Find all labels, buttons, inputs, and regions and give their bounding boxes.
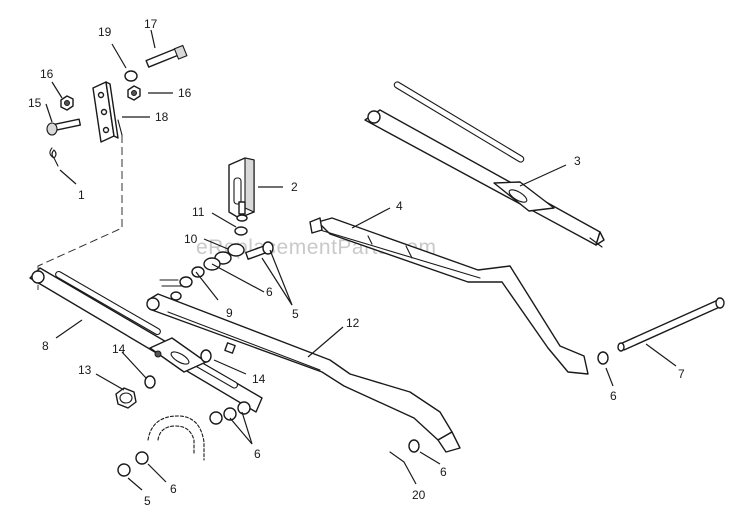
pin-11 <box>234 201 248 236</box>
bolt-17 <box>145 44 188 68</box>
callout-6-lowmid: 6 <box>254 447 261 461</box>
callout-19: 19 <box>98 25 112 39</box>
callout-5-bottom: 5 <box>144 494 151 508</box>
nut-16-right <box>127 85 141 101</box>
callout-13: 13 <box>78 363 92 377</box>
callout-labels: 17 19 16 16 15 18 1 2 11 10 6 9 5 4 3 12… <box>28 17 685 508</box>
rod-12 <box>146 293 461 453</box>
washer-14-upper <box>200 349 212 363</box>
cotter-pin-20 <box>389 451 405 463</box>
slotted-link-8 <box>29 267 263 413</box>
washer-14-lower <box>144 375 156 389</box>
callout-18: 18 <box>155 110 169 124</box>
bracket-outline <box>147 415 205 461</box>
callout-6-lowleft: 6 <box>170 482 177 496</box>
callout-6-bottom: 6 <box>440 465 447 479</box>
yoke-2 <box>228 157 255 219</box>
callout-20: 20 <box>412 488 426 502</box>
callout-9: 9 <box>226 306 233 320</box>
callout-6-mid: 6 <box>266 285 273 299</box>
nut-16-left <box>60 95 74 111</box>
callout-10: 10 <box>184 232 198 246</box>
callout-3: 3 <box>574 154 581 168</box>
callout-6-right: 6 <box>610 389 617 403</box>
callout-16-left: 16 <box>40 67 54 81</box>
callout-14-upper: 14 <box>112 342 126 356</box>
callout-2: 2 <box>291 180 298 194</box>
nut-13 <box>115 387 137 409</box>
callout-8: 8 <box>42 339 49 353</box>
rod-4 <box>309 217 589 375</box>
callout-16-right: 16 <box>178 86 192 100</box>
bolt-15 <box>46 118 82 136</box>
callout-12: 12 <box>346 316 360 330</box>
washer-6-b <box>223 407 237 421</box>
callout-14-lower: 14 <box>252 372 266 386</box>
bracket-plate-18 <box>92 81 123 143</box>
assembly-dash-line <box>37 135 123 290</box>
washer-5-lower <box>117 463 131 477</box>
cotter-pin-1 <box>49 147 59 167</box>
slotted-link-3 <box>364 81 605 248</box>
washer-6-right <box>597 351 609 365</box>
washer-19 <box>124 70 138 82</box>
washer-6-lower <box>135 451 149 465</box>
washer-6-a <box>209 411 223 425</box>
bracket-assembly <box>46 44 188 167</box>
callout-11: 11 <box>192 205 205 219</box>
callout-17: 17 <box>144 17 158 31</box>
callout-4: 4 <box>396 199 403 213</box>
leader-lines <box>45 29 677 491</box>
callout-5-mid: 5 <box>292 307 299 321</box>
rod-7 <box>617 297 725 352</box>
callout-7: 7 <box>678 367 685 381</box>
callout-15: 15 <box>28 96 42 110</box>
callout-1: 1 <box>78 188 85 202</box>
washer-6-bottom <box>408 439 420 453</box>
washer-6-c <box>237 401 251 415</box>
